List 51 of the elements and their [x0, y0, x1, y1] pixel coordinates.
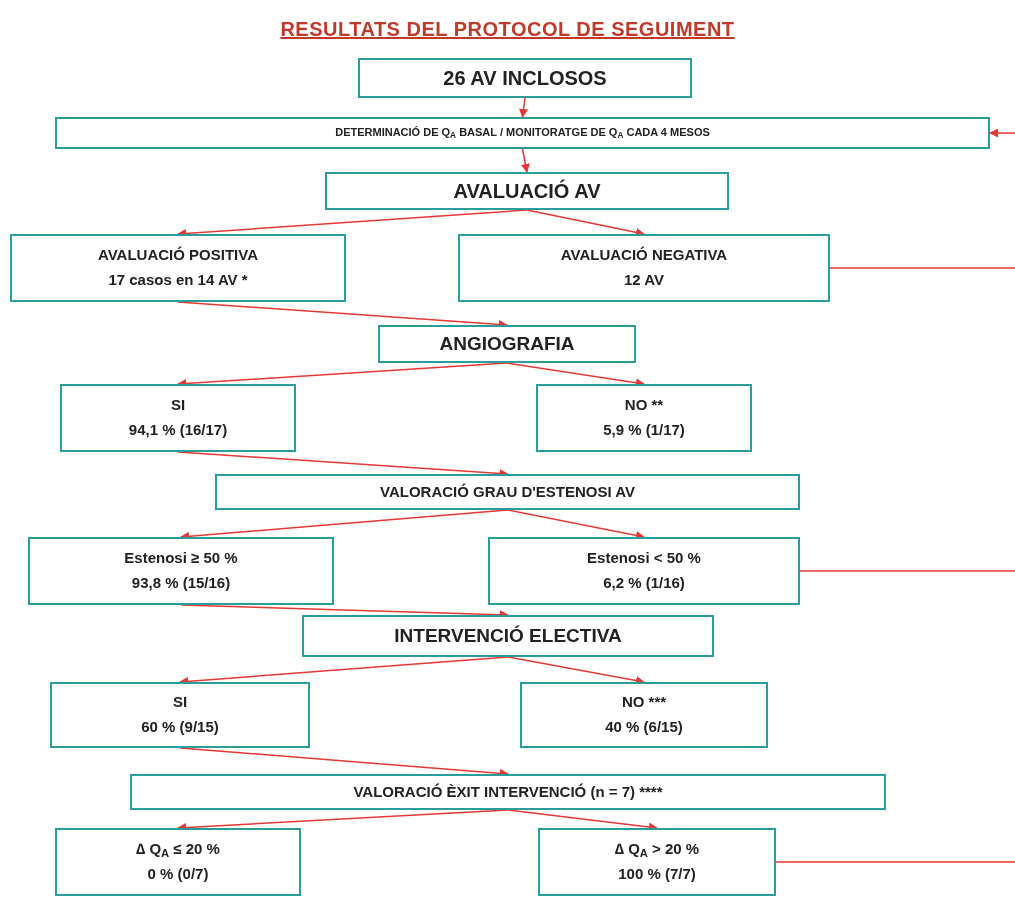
- box-text: AVALUACIÓ AV: [453, 178, 601, 204]
- process-box: [325, 172, 729, 210]
- box-text: AVALUACIÓ POSITIVA: [98, 246, 258, 265]
- box-text: 6,2 % (1/16): [603, 574, 685, 593]
- box-text: Estenosi < 50 %: [587, 549, 701, 568]
- box-text: NO **: [624, 396, 664, 415]
- arrow: [989, 128, 1015, 138]
- arrow: [506, 509, 645, 540]
- title: RESULTATS DEL PROTOCOL DE SEGUIMENT: [279, 17, 736, 42]
- box-text: ANGIOGRAFIA: [439, 332, 575, 356]
- box-text: 17 casos en 14 AV *: [108, 271, 248, 290]
- process-box: [302, 615, 714, 657]
- process-box: [130, 774, 886, 810]
- box-text: AVALUACIÓ NEGATIVA: [560, 246, 728, 265]
- box-text: NO ***: [621, 693, 667, 712]
- box-text: DETERMINACIÓ DE Q$_{A}$ BASAL / MONITORATGE DE Q$_{A}$ CADA 4 MESOS: [335, 126, 710, 140]
- box-text: 60 % (9/15): [141, 718, 219, 737]
- process-box: [378, 325, 636, 363]
- box-text: ∆ Q$_{A}$ ≤ 20 %: [136, 840, 220, 859]
- box-text: 26 AV INCLOSOS: [443, 65, 607, 91]
- arrow: [526, 209, 645, 237]
- process-box: [50, 682, 310, 748]
- process-box: [55, 828, 301, 896]
- box-text: SI: [170, 396, 186, 415]
- process-box: [28, 537, 334, 605]
- box-text: 94,1 % (16/17): [128, 421, 228, 440]
- process-box: [488, 537, 800, 605]
- process-box: [60, 384, 296, 452]
- box-text: 0 % (0/7): [147, 865, 209, 884]
- arrow: [519, 97, 528, 118]
- process-box: [458, 234, 830, 302]
- box-text: 93,8 % (15/16): [131, 574, 231, 593]
- process-box: [520, 682, 768, 748]
- arrow: [507, 656, 645, 685]
- process-box: [10, 234, 346, 302]
- box-text: 5,9 % (1/17): [603, 421, 685, 440]
- process-box: [215, 474, 800, 510]
- arrow: [521, 148, 530, 173]
- process-box: [358, 58, 692, 98]
- process-box: [538, 828, 776, 896]
- box-text: Estenosi ≥ 50 %: [124, 549, 238, 568]
- box-text: 12 AV: [624, 271, 664, 290]
- box-text: 100 % (7/7): [618, 865, 696, 884]
- box-text: SI: [172, 693, 188, 712]
- box-text: VALORACIÓ GRAU D'ESTENOSI AV: [380, 482, 635, 502]
- process-box: [55, 117, 990, 149]
- box-text: INTERVENCIÓ ELECTIVA: [394, 624, 622, 648]
- process-box: [536, 384, 752, 452]
- box-text: VALORACIÓ ÈXIT INTERVENCIÓ (n = 7) ****: [353, 782, 663, 802]
- box-text: ∆ Q$_{A}$ > 20 %: [614, 840, 700, 859]
- box-text: 40 % (6/15): [605, 718, 683, 737]
